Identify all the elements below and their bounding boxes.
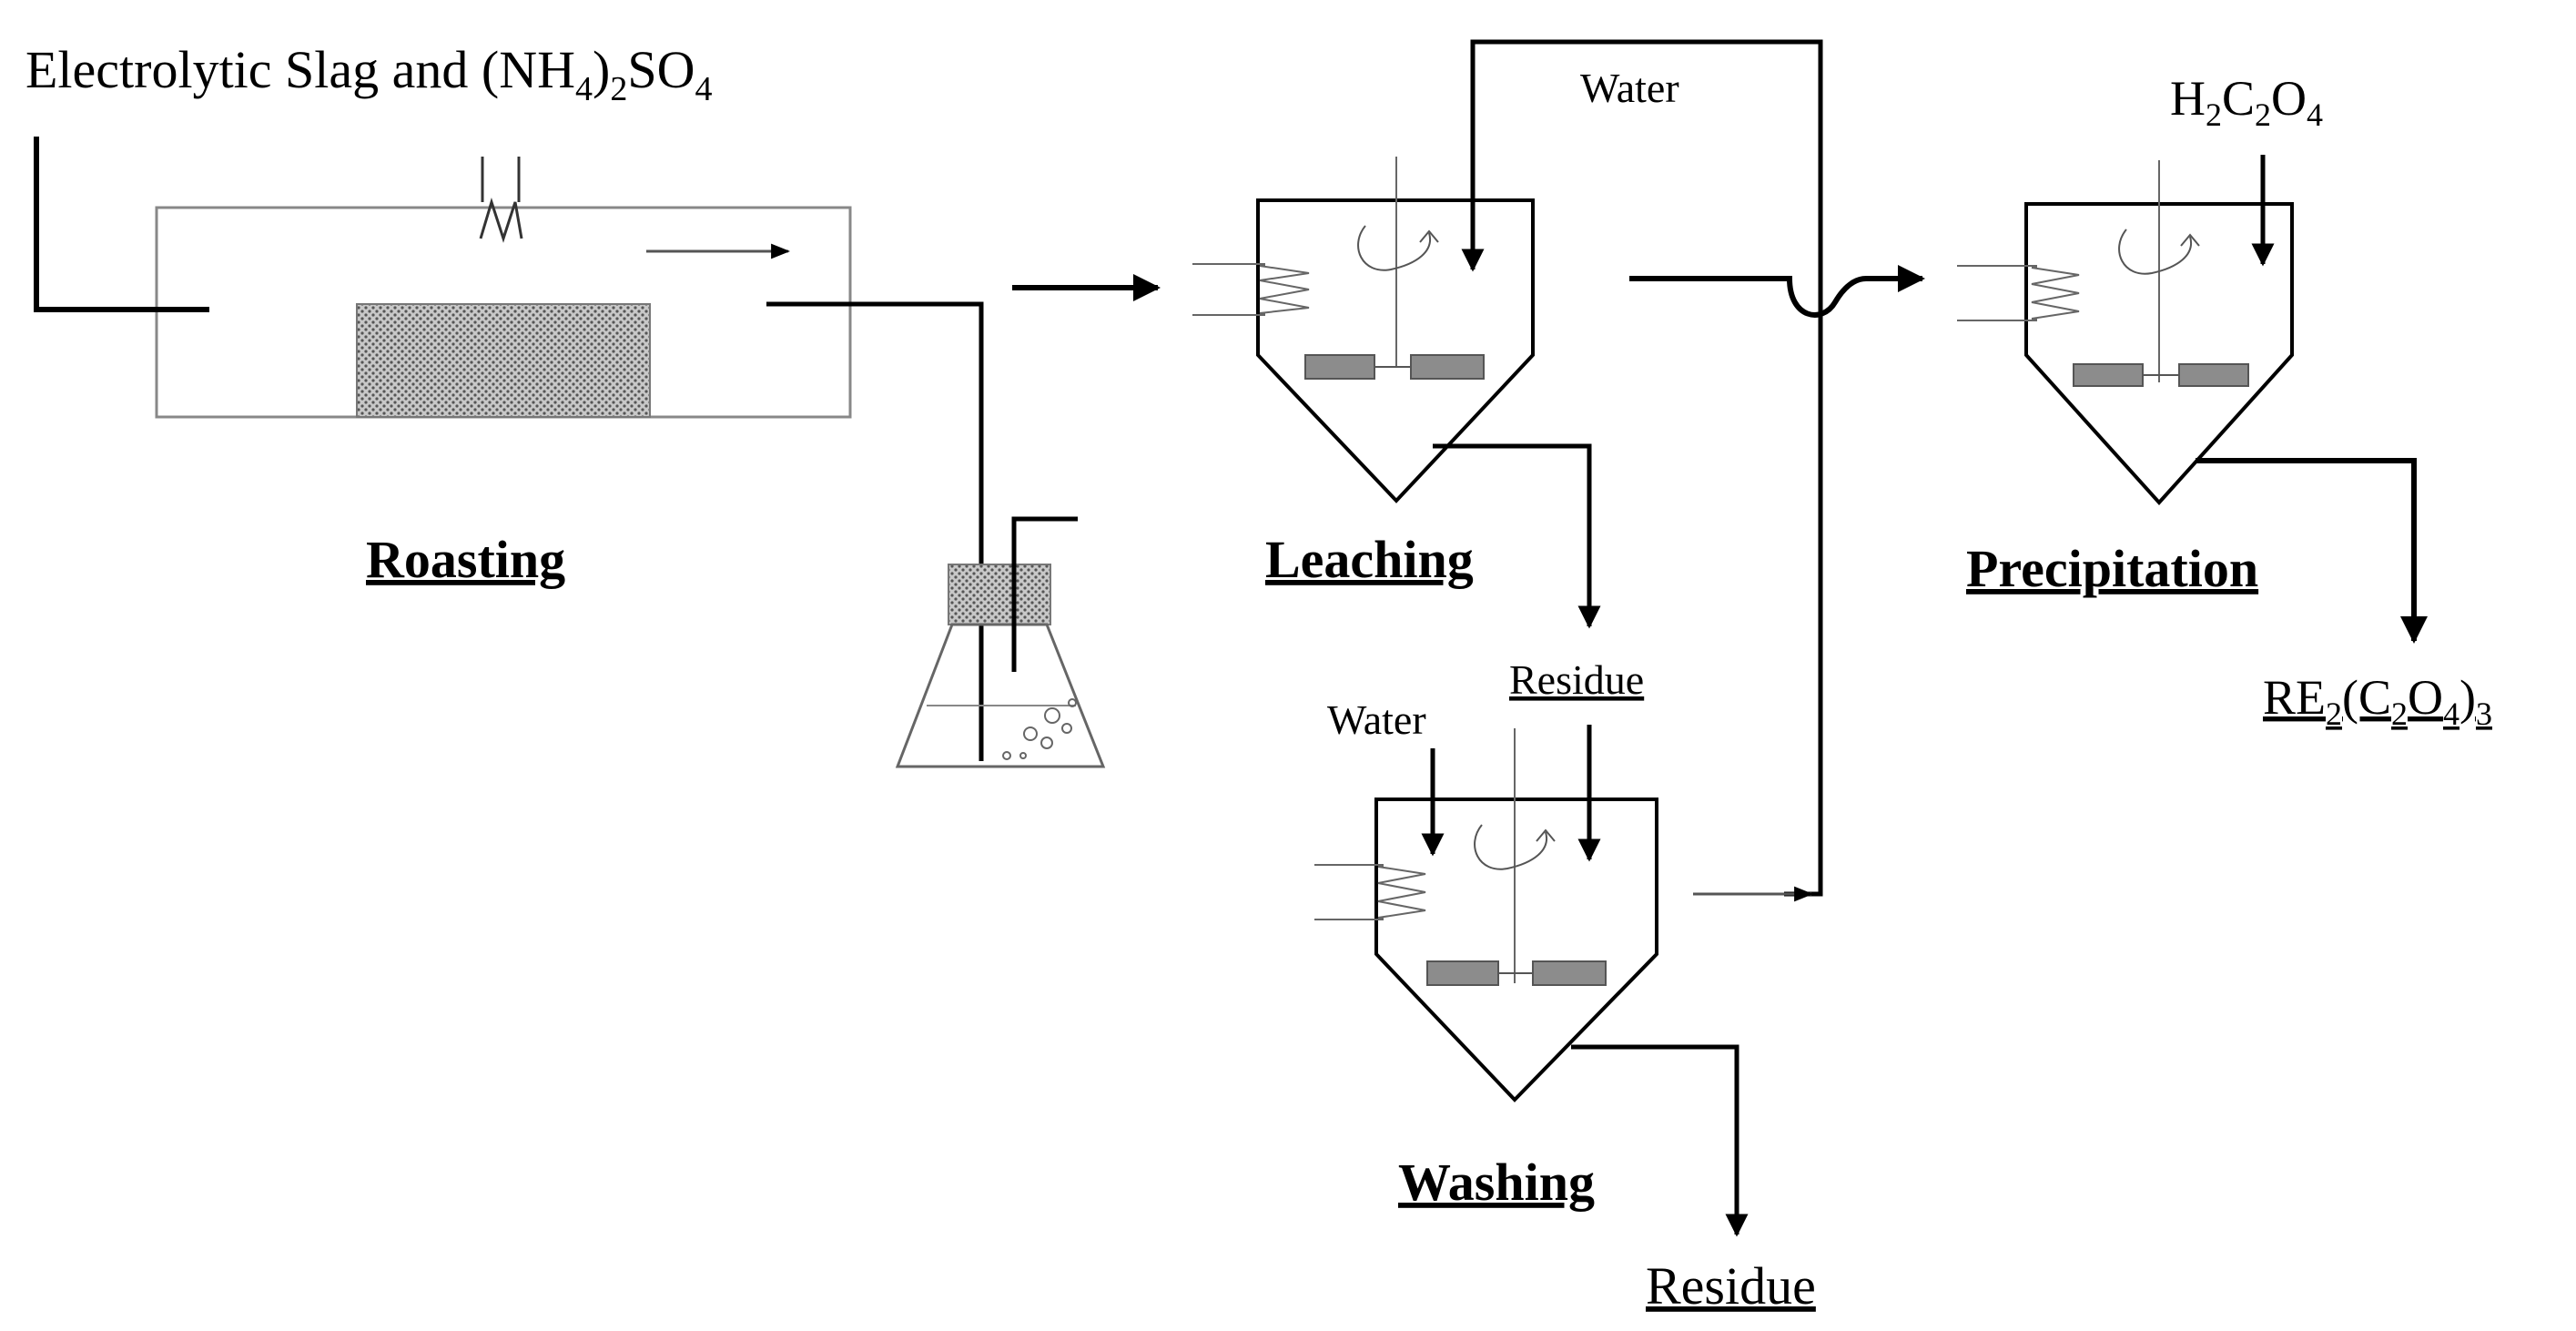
residue-final-label: Residue <box>1646 1256 1816 1316</box>
precipitation-vessel <box>2024 202 2294 505</box>
product-label: RE2(C2O4)3 <box>2263 670 2492 732</box>
flask-bubbles-icon <box>1002 698 1077 760</box>
precipitation-heater-coil-icon <box>1957 265 2080 321</box>
gas-outlet-pipe <box>766 301 984 761</box>
feed-label: Electrolytic Slag and (NH4)2SO4 <box>25 40 712 108</box>
leaching-stirrer-blade-left <box>1304 354 1375 380</box>
washing-stirrer-blade-left <box>1426 960 1499 986</box>
flask-body <box>895 623 1106 768</box>
stage-label-precipitation: Precipitation <box>1966 539 2258 598</box>
precipitation-stirrer-blade-left <box>2073 363 2144 387</box>
stage-label-leaching: Leaching <box>1265 530 1474 589</box>
leaching-tank <box>1192 157 1535 503</box>
precipitation-stirrer-blade-right <box>2178 363 2249 387</box>
washing-residue-outlet-line <box>1571 1044 1749 1237</box>
leaching-heater-coil-icon <box>1192 263 1310 316</box>
oxalic-acid-label: H2C2O4 <box>2170 71 2323 133</box>
washing-heater-coil-icon <box>1314 864 1426 920</box>
water-loop-line <box>1461 39 1823 897</box>
water-washing-label: Water <box>1327 696 1426 743</box>
precipitation-product-line <box>2196 458 2428 644</box>
washing-stirrer-blade-right <box>1532 960 1607 986</box>
water-top-label: Water <box>1580 65 1679 111</box>
roasting-furnace <box>155 157 852 419</box>
leaching-vessel <box>1256 198 1535 503</box>
furnace-heater-icon <box>479 157 523 243</box>
residue-intermediate-label: Residue <box>1509 656 1644 703</box>
stage-label-roasting: Roasting <box>366 530 565 589</box>
leaching-rotation-icon <box>1357 225 1439 271</box>
leaching-stirrer-blade-right <box>1410 354 1485 380</box>
furnace-sample-bed <box>356 303 651 418</box>
washing-tank <box>1314 728 1658 1102</box>
washing-rotation-icon <box>1474 824 1556 870</box>
feed-inlet-pipe <box>34 137 209 312</box>
washing-vessel <box>1374 798 1658 1102</box>
precipitation-tank <box>1957 160 2294 505</box>
absorption-flask <box>895 516 1106 768</box>
leaching-residue-line <box>1433 443 1601 629</box>
flask-stopper <box>948 564 1051 625</box>
leaching-to-precipitation-line <box>1629 265 1925 318</box>
flask-outlet-tube <box>1011 516 1078 672</box>
stage-label-washing: Washing <box>1398 1153 1595 1212</box>
precipitation-rotation-icon <box>2118 229 2200 275</box>
